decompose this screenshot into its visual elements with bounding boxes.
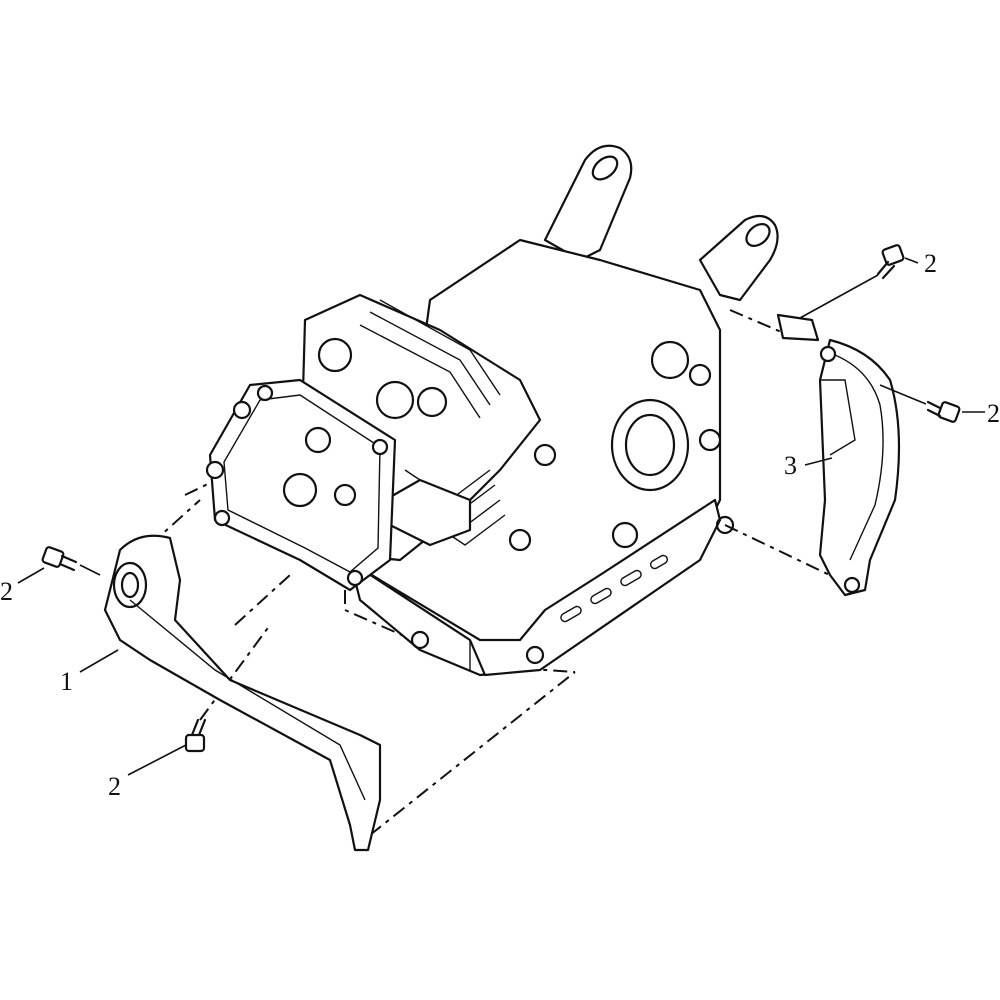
callout-1: 1 — [60, 667, 73, 696]
callout-2-right: 2 — [987, 399, 1000, 428]
callout-3: 3 — [784, 451, 797, 480]
callout-2-top-right: 2 — [924, 249, 937, 278]
part-1-cover — [103, 534, 382, 852]
leader-lines — [17, 257, 985, 776]
callout-2-left: 2 — [0, 577, 13, 606]
bolt-2-bottom — [184, 718, 207, 753]
bolt-2-top-right — [876, 244, 905, 280]
bolt-2-right — [926, 400, 961, 423]
bolt-2-left — [41, 546, 78, 572]
callout-2-bottom: 2 — [108, 772, 121, 801]
engine-block — [205, 144, 779, 677]
